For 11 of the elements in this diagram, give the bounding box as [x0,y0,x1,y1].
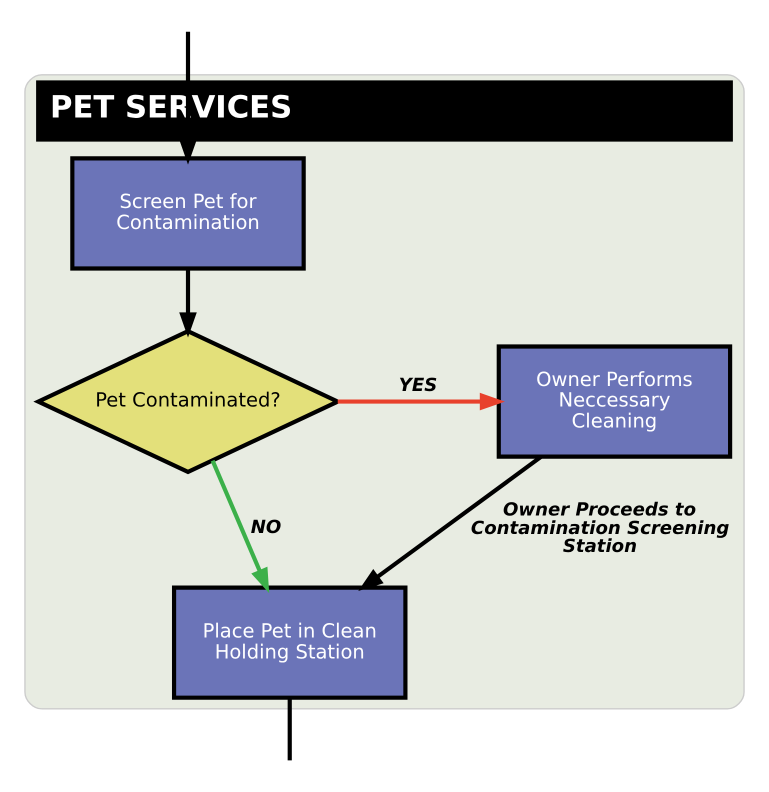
node-box: Screen Pet for Contamination [70,156,306,271]
node-box: Place Pet in Clean Holding Station [172,586,408,700]
node-box: Owner Performs Neccessary Cleaning [496,344,732,459]
edge-label: NO [250,517,282,538]
connector [288,698,292,760]
arrow [338,392,505,410]
arrow [179,268,197,338]
edge-label: YES [398,374,438,396]
arrow [210,460,270,594]
edge-label: Owner Proceeds to Contamination Screening Station [470,500,730,557]
arrow [179,32,197,165]
